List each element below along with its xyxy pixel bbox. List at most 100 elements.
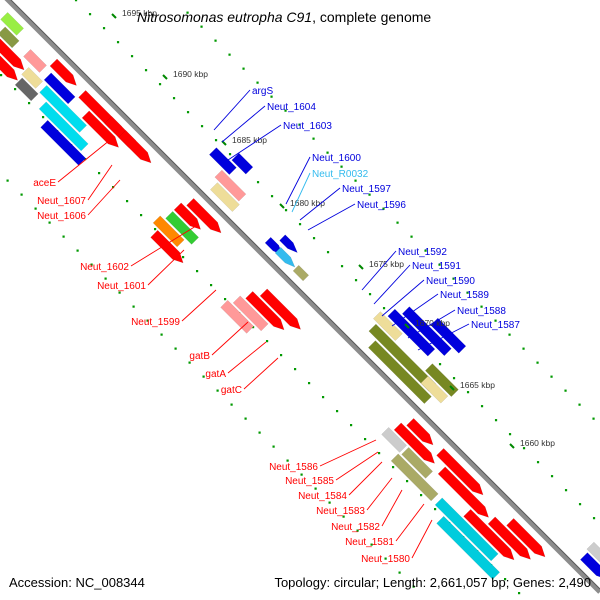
gc-dot [349,424,353,427]
gc-dot [410,235,413,238]
gc-dot [494,319,497,322]
topology-text: Topology: circular; Length: 2,661,057 bp… [274,575,591,590]
gc-dot [480,305,483,308]
kbp-tick-mark [358,264,364,270]
gene-label-forward: Neut_1581 [345,537,394,548]
gc-dot [354,279,358,282]
leader-line [381,279,425,317]
leader-line [57,139,111,183]
gc-dot [174,347,177,350]
gene-label-reverse: Neut_1597 [342,184,391,195]
gc-dot [592,417,595,420]
gene-label-forward: gatB [189,351,210,362]
gc-dot [382,307,386,310]
gc-dot [412,585,415,588]
gene-feature [420,375,449,404]
gc-dot [130,55,134,58]
gc-dot [228,153,232,156]
gc-dot [181,256,185,259]
gene-feature [23,49,47,73]
gene-feature [390,453,439,502]
gc-dot [286,459,289,462]
gene-feature [406,418,434,446]
gc-dot [424,249,427,252]
gc-dot [384,557,387,560]
gene-label-reverse: Neut_1588 [457,306,506,317]
gc-dot [354,179,357,182]
gc-dot [314,487,317,490]
gc-dot [396,221,399,224]
gc-dot [209,284,213,287]
gene-feature [210,182,240,212]
gene-label-reverse: Neut_1600 [312,153,361,164]
gc-dot [27,102,31,105]
kbp-tick-label: 1685 kbp [232,135,267,145]
gene-label-reverse: Neut_1587 [471,320,520,331]
gc-dot [298,223,302,226]
gc-dot [312,237,316,240]
gene-feature [274,246,296,268]
leader-line [361,250,397,291]
gene-feature [372,311,403,342]
gc-dot [578,403,581,406]
gc-dot [153,228,157,231]
gc-dot [0,74,3,77]
gene-label-forward: Neut_1606 [37,211,86,222]
gc-dot [508,333,511,336]
gc-dot [256,181,260,184]
gc-dot [382,207,385,210]
gc-dot [200,125,204,128]
gene-feature [232,295,269,332]
gene-feature [49,58,77,86]
gc-dot [258,431,261,434]
gc-dot [139,214,143,217]
gc-dot [480,405,484,408]
gene-feature [38,101,89,152]
gc-dot [508,433,512,436]
kbp-tick-mark [162,74,168,80]
gene-feature [231,152,254,175]
leader-line [391,293,439,327]
leader-line [213,89,251,131]
leader-line [348,461,383,496]
gene-features [0,12,600,580]
gc-dot [564,389,567,392]
gc-dot [284,109,287,112]
kbp-tick-label: 1665 kbp [460,380,495,390]
gc-dot [592,517,596,520]
gc-dot [340,165,343,168]
gc-dot [312,137,315,140]
gc-dot [578,503,582,506]
gc-dot [244,417,247,420]
gene-label-forward: Neut_1585 [285,476,334,487]
leader-line [291,172,311,213]
gene-feature [43,72,76,105]
gene-label-reverse: argS [252,86,273,97]
gene-feature [437,466,490,518]
kbp-tick-mark [279,203,285,209]
gc-dot [270,195,274,198]
gc-dot [242,67,245,70]
gc-dot [284,209,288,212]
gene-label-reverse: Neut_1592 [398,247,447,258]
gc-dot [328,501,331,504]
gene-feature [220,299,255,334]
gene-feature [279,234,298,254]
gc-dot [522,447,526,450]
gc-dot [370,543,373,546]
leader-line [181,289,217,322]
gene-feature [186,198,222,234]
gc-dot [433,508,437,511]
gc-dot [216,389,219,392]
leader-line [285,156,311,205]
gene-label-forward: Neut_1583 [316,506,365,517]
gc-dot [200,25,203,28]
gene-label-forward: Neut_1582 [331,522,380,533]
gene-labels: aceENeut_1607Neut_1606Neut_1602Neut_1601… [33,86,520,565]
gc-dot [146,319,149,322]
gc-dot [342,515,345,518]
gene-feature [424,363,459,398]
gc-dot [326,151,329,154]
